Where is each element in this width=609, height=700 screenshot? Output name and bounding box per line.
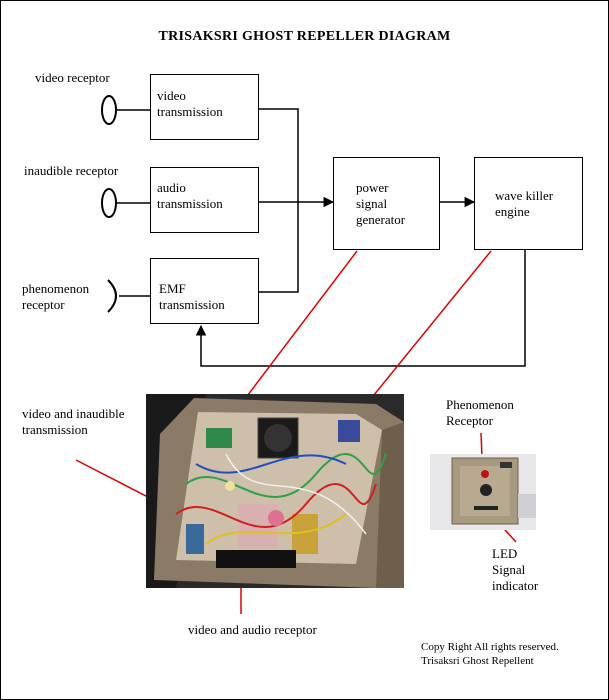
power-signal-generator-label: power signal generator <box>356 180 406 227</box>
inaudible-receptor-label: inaudible receptor <box>24 163 119 178</box>
phenomenon-receptor-symbol <box>107 279 117 313</box>
power-signal-generator-block: power signal generator <box>333 157 440 250</box>
audio-transmission-block: audio transmission <box>150 167 259 233</box>
phenomenon-receptor-label: phenomenon receptor <box>22 281 90 312</box>
inaudible-receptor-symbol <box>101 188 117 218</box>
video-audio-receptor-label: video and audio receptor <box>188 622 317 637</box>
copyright-line-2: Trisaksri Ghost Repellent <box>421 655 534 667</box>
wave-killer-engine-label: wave killer engine <box>495 188 554 219</box>
phenomenon-receptor-photo <box>430 454 536 530</box>
led-signal-indicator-label: LED Signal indicator <box>492 546 539 593</box>
video-transmission-label: video transmission <box>157 88 223 119</box>
video-inaudible-transmission-label: video and inaudible transmission <box>22 406 125 437</box>
wave-killer-engine-block: wave killer engine <box>474 157 583 250</box>
diagram-title: TRISAKSRI GHOST REPELLER DIAGRAM <box>158 29 451 44</box>
video-transmission-block: video transmission <box>150 74 259 140</box>
copyright-line-1: Copy Right All rights reserved. <box>421 641 559 653</box>
audio-transmission-label: audio transmission <box>157 180 223 211</box>
circuit-board-photo <box>146 394 404 588</box>
emf-transmission-block: EMF transmission <box>150 258 259 324</box>
phenomenon-receptor-photo-label: Phenomenon Receptor <box>446 397 514 428</box>
emf-transmission-label: EMF transmission <box>159 281 225 312</box>
video-receptor-symbol <box>101 95 117 125</box>
video-receptor-label: video receptor <box>35 70 110 85</box>
